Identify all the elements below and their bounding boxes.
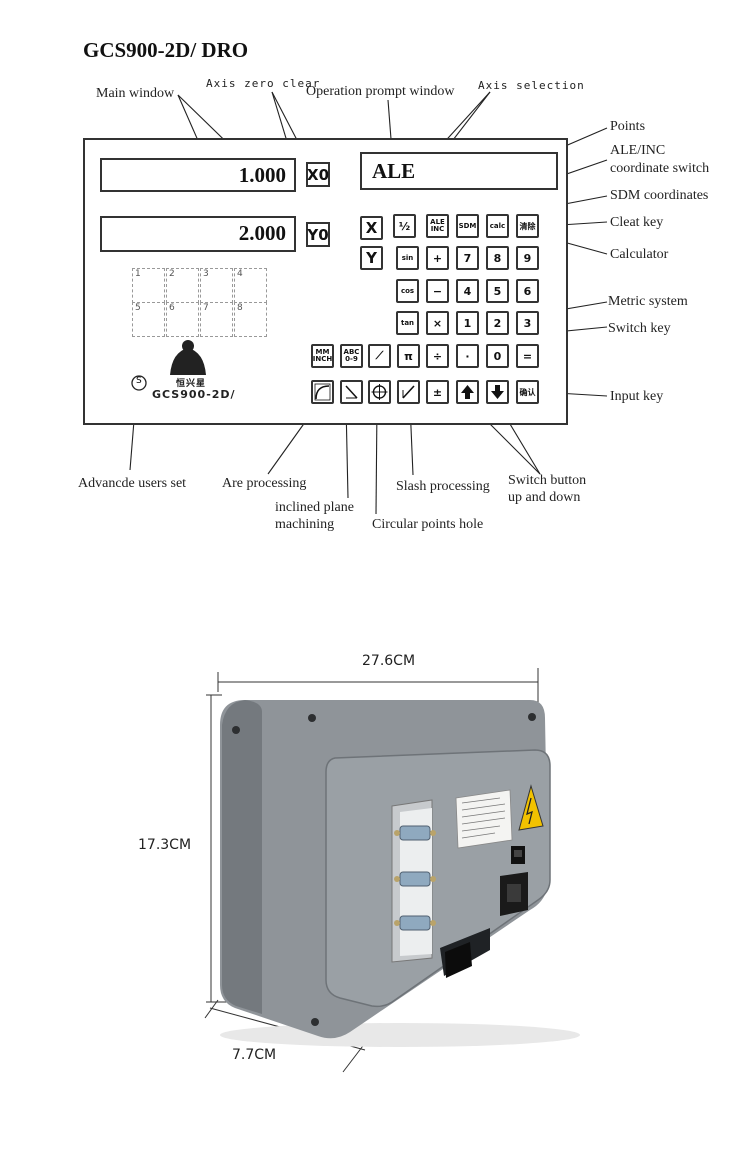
key-switch[interactable]: ABC 0-9 [340,344,363,368]
rating-label [455,789,513,849]
segment-digit: 8 [234,302,267,337]
inclined-plane-icon [345,385,358,399]
key-3[interactable]: 3 [516,311,539,335]
callout-ale-inc: ALE/INC [610,143,666,158]
callout-operation-prompt: Operation prompt window [306,84,455,99]
callout-machining: machining [275,517,335,532]
segment-digit: 7 [200,302,233,337]
key-axis-x[interactable]: X [360,216,383,240]
key-7[interactable]: 7 [456,246,479,270]
key-multiply[interactable]: × [426,311,449,335]
key-cos[interactable]: cos [396,279,419,303]
key-0[interactable]: 0 [486,344,509,368]
arrow-up-icon [461,385,474,399]
callout-input-key: Input key [610,389,664,404]
key-tan[interactable]: tan [396,311,419,335]
key-slash-processing[interactable] [397,380,420,404]
callout-arc-processing: Are processing [222,476,307,491]
callout-inclined-plane: inclined plane [275,500,354,515]
callout-circular: Circular points hole [372,517,484,532]
key-down[interactable] [486,380,509,404]
callout-axis-zero-clear: Axis zero clear [206,77,321,90]
callout-clear-key: Cleat key [610,215,664,230]
segment-digit: 6 [166,302,199,337]
key-sin[interactable]: sin [396,246,419,270]
dimension-height: 17.3CM [138,837,192,853]
dimension-width: 27.6CM [362,653,416,669]
key-equals[interactable]: = [516,344,539,368]
key-8[interactable]: 8 [486,246,509,270]
callout-up-down: up and down [508,490,581,505]
zero-y-button[interactable]: Y0 [306,222,330,247]
key-sdm[interactable]: SDM [456,214,479,238]
key-plus-minus[interactable]: ± [426,380,449,404]
callout-advanced-users: Advancde users set [78,476,187,491]
setup-symbol: S [136,376,142,386]
key-pi[interactable]: π [397,344,420,368]
circle-points-icon [371,384,388,400]
key-arc-processing[interactable] [311,380,334,404]
key-divide[interactable]: ÷ [426,344,449,368]
key-decimal[interactable]: · [456,344,479,368]
key-inclined-plane[interactable] [340,380,363,404]
key-5[interactable]: 5 [486,279,509,303]
brand-model: GCS900-2D/ [152,388,236,401]
warning-icon [518,784,544,831]
key-6[interactable]: 6 [516,279,539,303]
arc-icon [314,383,331,401]
key-2[interactable]: 2 [486,311,509,335]
key-minus[interactable]: − [426,279,449,303]
y-axis-display: 2.000 [100,216,296,252]
callout-coordinate-switch: coordinate switch [610,161,710,176]
callout-slash: Slash processing [396,479,490,494]
key-9[interactable]: 9 [516,246,539,270]
callout-switch-button: Switch button [508,473,587,488]
prompt-window: ALE [360,152,558,190]
key-circular-holes[interactable] [368,380,391,404]
x-axis-display: 1.000 [100,158,296,192]
callout-axis-selection: Axis selection [478,79,585,92]
key-axis-y[interactable]: Y [360,246,383,270]
callout-main-window: Main window [96,86,175,101]
zero-x-button[interactable]: X0 [306,162,330,187]
segment-digit: 5 [132,302,165,337]
key-enter[interactable]: 确认 [516,380,539,404]
key-half[interactable]: ½ [393,214,416,238]
brand-chinese: 恒兴星 [176,379,207,389]
callout-calculator: Calculator [610,247,669,262]
dimension-depth: 7.7CM [232,1047,277,1063]
callout-points: Points [610,119,646,134]
key-1[interactable]: 1 [456,311,479,335]
key-up[interactable] [456,380,479,404]
db9-connectors [394,825,436,931]
callout-switch-key: Switch key [608,321,671,336]
callout-sdm: SDM coordinates [610,188,709,203]
key-clear[interactable]: 清除 [516,214,539,238]
key-4[interactable]: 4 [456,279,479,303]
arrow-down-icon [491,385,504,399]
key-slope[interactable]: ⟋ [368,344,391,368]
slash-icon [402,385,415,399]
diagram-title: GCS900-2D/ DRO [83,38,249,62]
key-metric[interactable]: MM INCH [311,344,334,368]
callout-metric: Metric system [608,294,688,309]
key-calculator[interactable]: calc [486,214,509,238]
key-ale-inc[interactable]: ALE INC [426,214,449,238]
key-plus[interactable]: + [426,246,449,270]
